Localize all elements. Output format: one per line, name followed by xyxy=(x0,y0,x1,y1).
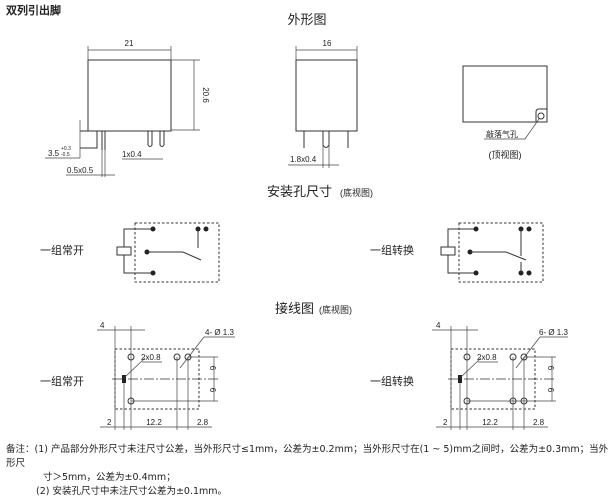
mounting-no-diagram: 一组常开 xyxy=(40,222,220,283)
note-1: (1) 产品部分外形尺寸未注尺寸公差，当外形尺寸≤1mm，公差为±0.2mm；当… xyxy=(6,444,609,469)
mounting-sub: (底视图) xyxy=(340,187,373,198)
notes: 备注：(1) 产品部分外形尺寸未注尺寸公差，当外形尺寸≤1mm，公差为±0.2m… xyxy=(6,443,614,499)
dim-12-2-right: 12.2 xyxy=(482,418,498,427)
dim-4: 4 xyxy=(100,321,105,330)
dim-6-bottom-right: 6 xyxy=(546,388,555,393)
dim-pin-a: 1x0.4 xyxy=(122,150,142,159)
tol-plus: +0.3 xyxy=(61,146,71,152)
dim-side-width: 16 xyxy=(323,39,332,48)
page-title: 双列引出脚 xyxy=(6,3,61,17)
top-view: 敲落气孔 (顶视图) xyxy=(462,65,548,160)
wiring-right-label: 一组转换 xyxy=(370,374,414,388)
mounting-right-label: 一组转换 xyxy=(370,243,414,257)
dim-6-bottom: 6 xyxy=(208,388,217,393)
side-view: 16 1.8x0.4 xyxy=(288,39,358,168)
dim-2-right: 2 xyxy=(443,418,448,427)
wiring-heading: 接线图 xyxy=(275,301,314,316)
dim-6-top: 6 xyxy=(208,366,217,371)
dim-12-2: 12.2 xyxy=(146,418,162,427)
mounting-left-label: 一组常开 xyxy=(40,243,84,257)
dim-2-8: 2.8 xyxy=(197,418,209,427)
dim-6-top-right: 6 xyxy=(546,366,555,371)
wiring-sub: (底视图) xyxy=(319,304,352,315)
relay-drawing: 双列引出脚 外形图 21 20.6 3.5 +0.3 -0.5 1x0.4 0.… xyxy=(6,3,568,430)
mounting-heading: 安装孔尺寸 xyxy=(267,184,332,199)
notes-prefix: 备注： xyxy=(6,444,35,455)
dim-pin-length: 3.5 xyxy=(48,149,60,158)
outline-heading: 外形图 xyxy=(287,12,326,27)
vent-hole-label: 敲落气孔 xyxy=(486,129,518,139)
dim-side-pin: 1.8x0.4 xyxy=(290,155,317,164)
top-view-caption: (顶视图) xyxy=(489,149,522,160)
dim-width-21: 21 xyxy=(125,39,134,48)
dim-4-right: 4 xyxy=(436,321,441,330)
dim-2-8-right: 2.8 xyxy=(533,418,545,427)
coil-pin-dim-right: 2x0.8 xyxy=(477,353,497,362)
dim-pin-b: 0.5x0.5 xyxy=(67,166,94,175)
tol-minus: -0.5 xyxy=(61,152,70,158)
right-holes-dim: 6- Ø 1.3 xyxy=(539,328,568,337)
dim-2: 2 xyxy=(107,418,112,427)
dim-height: 20.6 xyxy=(201,87,210,103)
mounting-co-diagram: 一组转换 xyxy=(370,222,544,283)
left-holes-dim: 4- Ø 1.3 xyxy=(205,328,234,337)
front-view: 21 20.6 3.5 +0.3 -0.5 1x0.4 0.5x0.5 xyxy=(45,39,210,177)
coil-pin-dim: 2x0.8 xyxy=(141,353,161,362)
wiring-left-label: 一组常开 xyxy=(40,374,84,388)
note-2: (2) 安装孔尺寸中未注尺寸公差为±0.1mm。 xyxy=(36,486,228,497)
note-1-continued: 寸＞5mm，公差为±0.4mm； xyxy=(43,472,176,483)
wiring-co-diagram: 一组转换 4 6 6 2x0.8 6- Ø 1.3 2 12.2 2.8 xyxy=(370,321,568,430)
wiring-no-diagram: 一组常开 4 6 6 2x0.8 4- Ø 1.3 2 12.2 2.8 xyxy=(40,321,235,430)
